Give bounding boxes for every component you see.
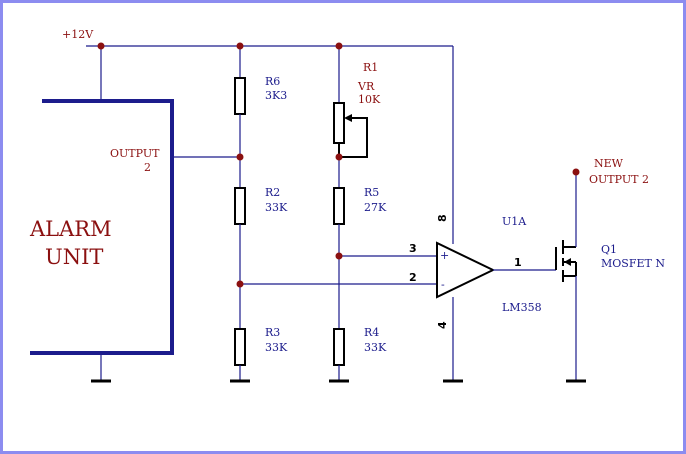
r5-ref: R5: [364, 186, 379, 199]
r2-value: 33K: [265, 201, 288, 214]
opamp-ref: U1A: [502, 215, 527, 228]
alarm-output-label-2: 2: [144, 161, 151, 174]
supply-rail: +12V: [62, 28, 454, 244]
pin-gnd: 4: [436, 321, 449, 329]
supply-label: +12V: [62, 28, 94, 41]
opamp-part: LM358: [502, 301, 542, 314]
alarm-unit: ALARM UNIT OUTPUT 2: [29, 99, 240, 383]
junction-dot: [236, 42, 244, 50]
junction-dot: [236, 153, 244, 161]
junctions: [97, 42, 580, 288]
output-terminal-dot: [572, 168, 580, 176]
pin-minus: 2: [409, 271, 417, 284]
mosfet-type: MOSFET N: [601, 257, 665, 270]
mosfet-q1: [555, 172, 586, 383]
opamp-plus-sign: +: [440, 249, 449, 262]
alarm-unit-label-2: UNIT: [45, 245, 103, 269]
junction-dot: [236, 280, 244, 288]
r1-value: 10K: [358, 93, 381, 106]
r3-value: 33K: [265, 341, 288, 354]
r4-ref: R4: [364, 326, 379, 339]
r1-ref: R1: [363, 61, 378, 74]
junction-dot: [335, 42, 343, 50]
mosfet-arrow: [564, 258, 571, 266]
mosfet-ref: Q1: [601, 243, 617, 256]
junction-dot: [335, 153, 343, 161]
r3-ref: R3: [265, 326, 280, 339]
pin-plus: 3: [409, 242, 417, 255]
alarm-output-label-1: OUTPUT: [110, 147, 160, 160]
r2-ref: R2: [265, 186, 280, 199]
r5-value: 27K: [364, 201, 387, 214]
new-output-label-1: NEW: [594, 157, 624, 170]
r4-value: 33K: [364, 341, 387, 354]
new-output-label-2: OUTPUT 2: [589, 173, 649, 186]
junction-dot: [97, 42, 105, 50]
pin-vcc: 8: [436, 214, 449, 222]
r1-type: VR: [357, 80, 375, 93]
r6-value: 3K3: [265, 89, 287, 102]
pin-out: 1: [514, 256, 522, 269]
opamp-minus-sign: -: [441, 278, 445, 291]
opamp-u1a: + -: [436, 241, 556, 383]
junction-dot: [335, 252, 343, 260]
right-divider: [329, 46, 437, 383]
r6-ref: R6: [265, 75, 280, 88]
wiper-arrow: [344, 114, 352, 122]
alarm-unit-label-1: ALARM: [29, 217, 112, 241]
